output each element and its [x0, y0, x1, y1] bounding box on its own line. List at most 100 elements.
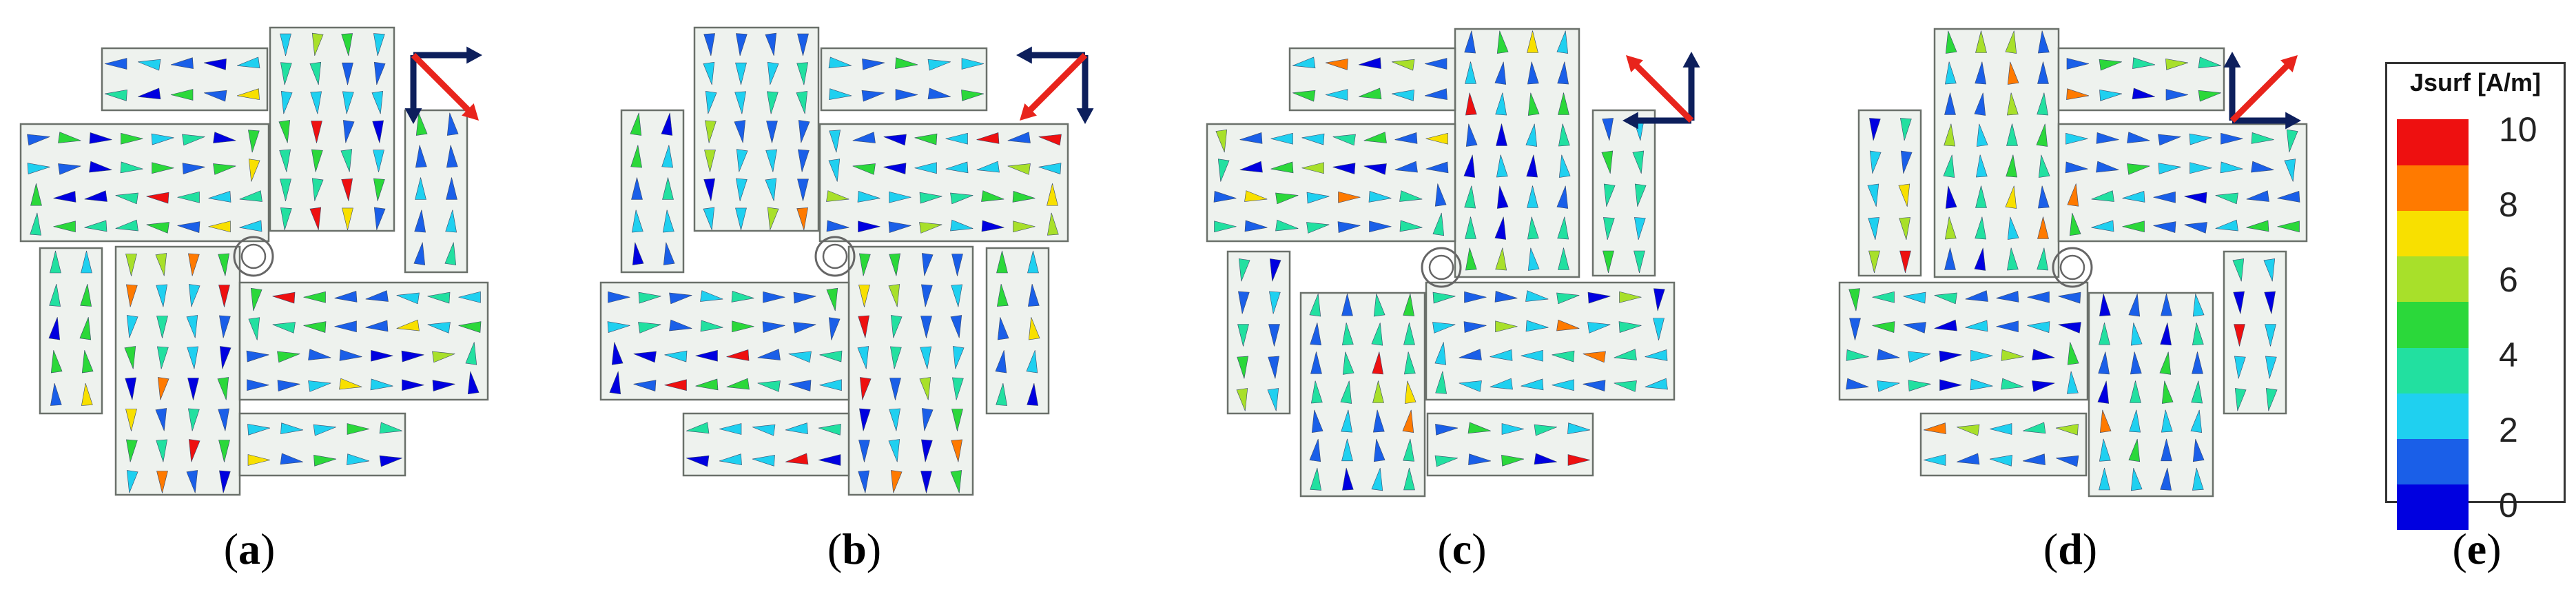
current-arrow	[415, 145, 427, 168]
current-arrow	[1399, 220, 1423, 232]
current-arrow	[1038, 163, 1062, 174]
patch-strip	[599, 281, 850, 401]
current-arrow	[1027, 382, 1039, 406]
colorbar-step	[2397, 165, 2469, 212]
current-arrow	[1239, 161, 1263, 173]
current-arrow	[950, 219, 973, 232]
current-arrow	[883, 163, 907, 174]
current-arrow	[2127, 132, 2150, 143]
current-arrow	[976, 132, 1000, 144]
current-arrow	[2032, 349, 2055, 360]
current-arrow	[280, 178, 291, 201]
current-arrow	[371, 349, 393, 362]
current-arrow	[1341, 467, 1354, 491]
current-arrow	[2127, 163, 2150, 175]
patch-strip	[1226, 250, 1291, 415]
current-arrow	[1007, 163, 1031, 175]
colorbar-step	[2397, 347, 2469, 394]
current-arrow	[444, 242, 457, 265]
current-arrow	[889, 191, 911, 203]
current-arrow	[1945, 30, 1957, 54]
current-arrow	[1213, 191, 1237, 203]
current-arrow	[914, 133, 938, 145]
current-arrow	[638, 292, 661, 304]
current-arrow	[2055, 423, 2079, 436]
current-arrow	[2232, 258, 2245, 282]
current-arrow	[187, 408, 200, 431]
current-arrow	[1215, 129, 1228, 153]
current-arrow	[719, 423, 742, 435]
current-arrow	[1900, 150, 1913, 174]
current-arrow	[27, 163, 50, 174]
current-arrow	[2099, 294, 2111, 316]
current-arrow	[1371, 468, 1383, 491]
current-arrow	[762, 321, 785, 333]
current-arrow	[30, 183, 42, 206]
current-arrow	[1634, 217, 1646, 241]
current-arrow	[1270, 161, 1294, 174]
patch-strip	[1933, 28, 2060, 278]
current-arrow	[2007, 216, 2019, 240]
current-arrow	[819, 350, 843, 362]
current-arrow	[705, 91, 717, 114]
current-arrow	[53, 221, 76, 233]
current-arrow	[2027, 291, 2050, 303]
current-arrow	[1434, 183, 1447, 207]
current-arrow	[1975, 154, 1988, 178]
current-arrow	[785, 422, 808, 435]
current-arrow	[27, 134, 50, 146]
current-arrow	[2096, 132, 2119, 144]
current-arrow	[1653, 288, 1665, 311]
current-arrow	[1583, 351, 1606, 363]
current-arrow	[277, 380, 300, 391]
current-arrow	[996, 382, 1008, 406]
current-arrow	[170, 57, 194, 70]
current-arrow	[1970, 378, 1993, 391]
current-arrow	[373, 150, 384, 172]
current-arrow	[1372, 409, 1385, 433]
current-arrow	[630, 145, 643, 168]
current-arrow	[819, 379, 842, 391]
colorbar-step	[2397, 483, 2469, 530]
current-arrow	[704, 120, 717, 143]
current-arrow	[365, 320, 389, 332]
current-arrow	[50, 350, 63, 374]
polarization-resultant-arrow-head	[2280, 55, 2298, 72]
feed-port-inner	[1428, 254, 1454, 280]
current-arrow	[888, 221, 911, 233]
current-arrow	[945, 132, 968, 145]
current-arrow	[703, 61, 715, 85]
current-arrow	[1868, 217, 1880, 241]
current-arrow	[1341, 323, 1354, 346]
current-arrow	[662, 177, 674, 200]
current-arrow	[797, 149, 810, 172]
current-arrow	[2037, 247, 2049, 271]
current-arrow	[735, 33, 748, 57]
current-arrow	[2128, 294, 2141, 317]
current-arrow	[121, 132, 143, 145]
patch-strip	[39, 247, 103, 415]
current-arrow	[2036, 123, 2048, 147]
current-arrow	[1391, 89, 1414, 101]
current-arrow	[1463, 154, 1476, 178]
current-arrow	[736, 149, 748, 172]
current-arrow	[446, 112, 459, 136]
current-arrow	[446, 177, 457, 200]
current-arrow	[415, 177, 426, 200]
current-arrow	[1267, 388, 1279, 411]
current-arrow	[2265, 356, 2277, 379]
current-arrow	[125, 439, 138, 462]
current-arrow	[1403, 323, 1415, 345]
current-arrow	[458, 291, 481, 303]
current-arrow	[2165, 89, 2189, 101]
current-arrow	[1275, 219, 1299, 232]
current-arrow	[1634, 183, 1647, 207]
current-arrow	[890, 470, 903, 493]
current-arrow	[996, 250, 1008, 274]
current-arrow	[920, 439, 933, 462]
current-arrow	[1465, 61, 1476, 84]
current-arrow	[414, 209, 426, 233]
current-arrow	[413, 242, 426, 265]
current-arrow	[217, 377, 229, 400]
panel-structure	[599, 26, 1069, 496]
